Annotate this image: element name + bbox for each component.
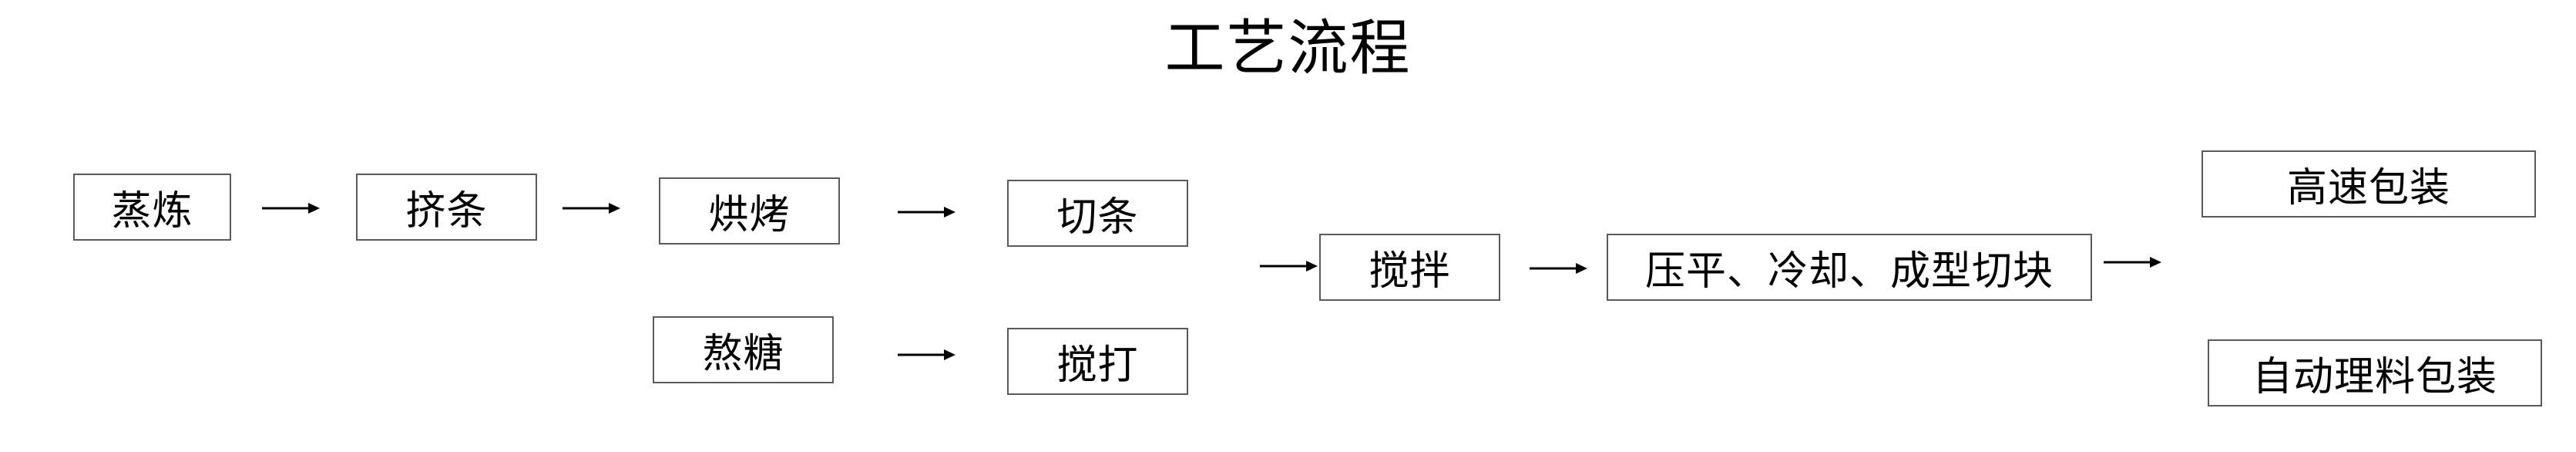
arrowhead [308,203,320,214]
arrowhead [1306,261,1318,272]
step-gaosu: 高速包装 [2202,150,2536,218]
step-hongkao: 烘烤 [659,177,840,245]
arrowhead [944,349,956,360]
step-jiaoda: 搅打 [1007,328,1188,395]
diagram-title: 工艺流程 [1164,14,1412,83]
step-zhenglian: 蒸炼 [73,174,231,241]
step-jiaoban: 搅拌 [1319,234,1500,301]
arrowhead [2150,257,2161,268]
step-jitiao: 挤条 [356,174,537,241]
step-aotang: 熬糖 [653,316,834,383]
step-zidong: 自动理料包装 [2208,339,2542,406]
step-yaping: 压平、冷却、成型切块 [1607,234,2092,301]
arrowhead [1576,263,1587,274]
arrowhead [944,207,956,218]
step-qietiao: 切条 [1007,180,1188,247]
arrowhead [609,203,620,214]
